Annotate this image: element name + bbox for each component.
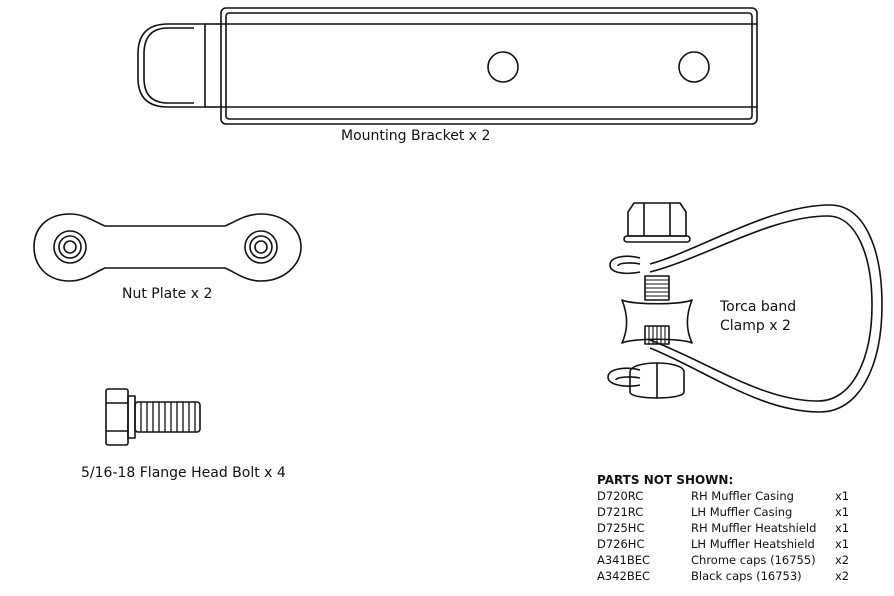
nut-plate-drawing xyxy=(33,213,302,282)
part-number: D726HC xyxy=(597,537,645,551)
nut-plate-label: Nut Plate x 2 xyxy=(122,286,213,302)
mounting-bracket-label: Mounting Bracket x 2 xyxy=(341,128,491,144)
part-quantity: x1 xyxy=(835,505,850,519)
part-quantity: x2 xyxy=(835,553,850,567)
part-description: Chrome caps (16755) xyxy=(691,553,816,567)
flange-bolt-label: 5/16-18 Flange Head Bolt x 4 xyxy=(81,465,286,481)
part-description: RH Muffler Heatshield xyxy=(691,521,817,535)
part-description: LH Muffler Heatshield xyxy=(691,537,815,551)
part-number: D720RC xyxy=(597,489,644,503)
flange-bolt-drawing xyxy=(105,388,201,446)
parts-row: A341BEC Chrome caps (16755) x2 xyxy=(597,553,849,569)
part-number: A342BEC xyxy=(597,569,651,583)
parts-row: D725HC RH Muffler Heatshield x1 xyxy=(597,521,849,537)
torca-label-line-1: Torca band xyxy=(720,299,797,315)
parts-not-shown-list: PARTS NOT SHOWN: D720RC RH Muffler Casin… xyxy=(597,473,849,585)
part-number: A341BEC xyxy=(597,553,651,567)
part-number: D725HC xyxy=(597,521,645,535)
part-description: Black caps (16753) xyxy=(691,569,802,583)
part-number: D721RC xyxy=(597,505,644,519)
parts-row: D721RC LH Muffler Casing x1 xyxy=(597,505,849,521)
parts-row: D720RC RH Muffler Casing x1 xyxy=(597,489,849,505)
parts-not-shown-title: PARTS NOT SHOWN: xyxy=(597,473,734,487)
parts-row: D726HC LH Muffler Heatshield x1 xyxy=(597,537,849,553)
part-description: RH Muffler Casing xyxy=(691,489,794,503)
part-quantity: x1 xyxy=(835,521,850,535)
part-quantity: x1 xyxy=(835,537,850,551)
part-quantity: x2 xyxy=(835,569,850,583)
mounting-bracket-drawing xyxy=(137,7,758,125)
parts-row: A342BEC Black caps (16753) x2 xyxy=(597,569,849,585)
part-description: LH Muffler Casing xyxy=(691,505,793,519)
part-quantity: x1 xyxy=(835,489,850,503)
torca-clamp-label: Torca band Clamp x 2 xyxy=(720,298,796,336)
torca-clamp-drawing xyxy=(607,202,883,413)
torca-label-line-2: Clamp x 2 xyxy=(720,318,791,334)
